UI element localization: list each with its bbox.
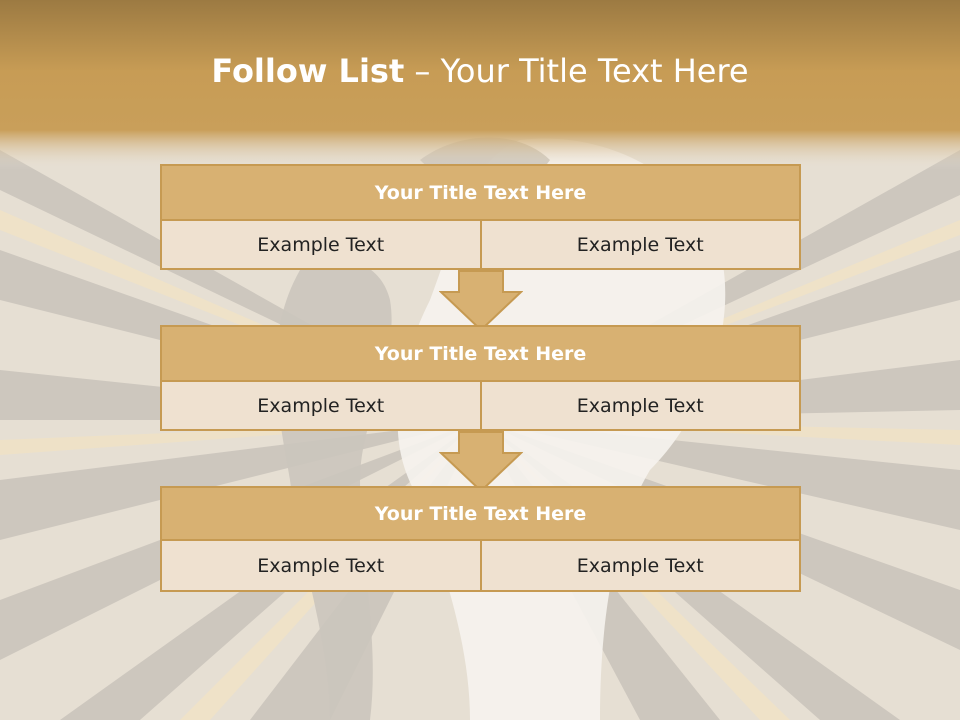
- block-title: Your Title Text Here: [160, 486, 801, 541]
- slide-title-rest: – Your Title Text Here: [404, 52, 749, 90]
- list-block-3: Your Title Text Here Example Text Exampl…: [160, 486, 801, 592]
- block-right-text: Example Text: [481, 541, 801, 592]
- down-arrow-icon: [439, 270, 523, 332]
- block-title: Your Title Text Here: [160, 164, 801, 221]
- slide-title-bold: Follow List: [211, 52, 405, 90]
- block-right-text: Example Text: [481, 221, 801, 270]
- list-block-2: Your Title Text Here Example Text Exampl…: [160, 325, 801, 431]
- slide-title: Follow List – Your Title Text Here: [0, 52, 960, 90]
- block-left-text: Example Text: [160, 221, 482, 270]
- down-arrow-icon: [439, 431, 523, 493]
- list-block-1: Your Title Text Here Example Text Exampl…: [160, 164, 801, 270]
- block-title: Your Title Text Here: [160, 325, 801, 382]
- block-left-text: Example Text: [160, 382, 482, 431]
- block-right-text: Example Text: [481, 382, 801, 431]
- block-left-text: Example Text: [160, 541, 482, 592]
